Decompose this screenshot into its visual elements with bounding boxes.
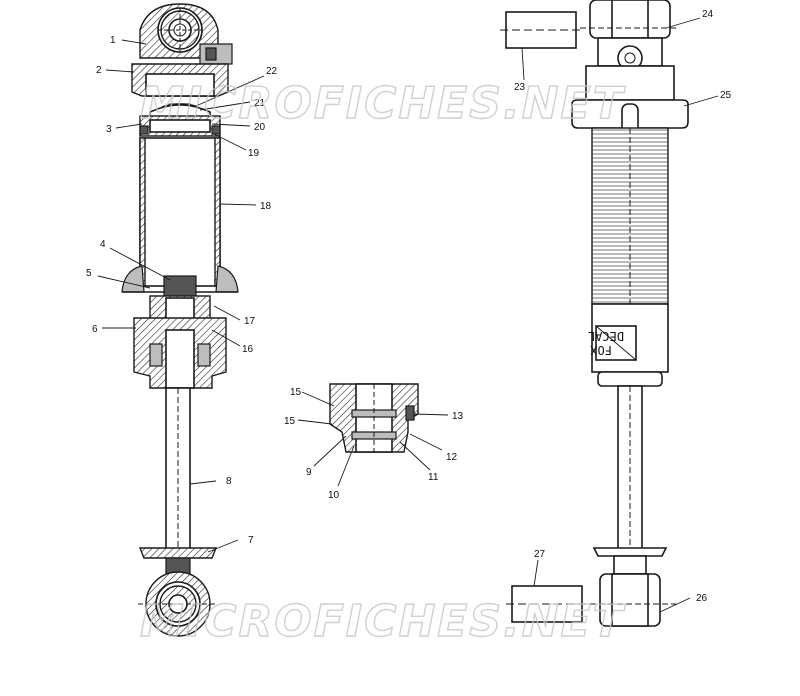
fox-decal-text: FOX: [590, 343, 612, 357]
shaft: [165, 387, 191, 551]
bottom-plate: [138, 547, 218, 577]
right-shock-exterior: FOX DECAL: [571, 0, 689, 627]
top-eyelet: [139, 3, 233, 65]
callout-19: 19: [248, 148, 260, 159]
callout-9: 9: [306, 467, 312, 478]
callout-1: 1: [110, 35, 116, 46]
callout-13: 13: [452, 411, 464, 422]
seal-detail: [329, 383, 419, 453]
callout-16: 16: [242, 344, 254, 355]
callout-27: 27: [534, 549, 546, 560]
right-shaft: [617, 385, 643, 551]
seal-callouts: 15 15 13 12 11 10 9: [284, 387, 464, 501]
callout-15: 15: [284, 416, 296, 427]
right-bottom-eyelet: [590, 547, 676, 627]
callout-17: 17: [244, 316, 256, 327]
callout-20: 20: [254, 122, 266, 133]
callout-22: 22: [266, 66, 278, 77]
reservoir-cap: [131, 63, 229, 137]
spring-coil: [591, 127, 669, 305]
body-tube: [139, 137, 221, 287]
callout-10: 10: [328, 490, 340, 501]
callout-14: 15: [290, 387, 302, 398]
callout-21: 21: [254, 98, 266, 109]
watermark-bottom: MICROFICHES.NET: [140, 596, 626, 647]
watermark-top: MICROFICHES.NET: [140, 78, 626, 129]
callout-23: 23: [514, 82, 526, 93]
lower-housing: [133, 317, 227, 389]
callout-4: 4: [100, 239, 106, 250]
top-clevis: [580, 0, 678, 71]
upper-collar: [571, 65, 689, 149]
callout-3: 3: [106, 124, 112, 135]
bushing-27: [506, 585, 590, 623]
callout-6: 6: [92, 324, 98, 335]
callout-7: 7: [248, 535, 254, 546]
callout-18: 18: [260, 201, 272, 212]
right-callouts: 23 24 25 26 27: [514, 9, 732, 613]
callout-26: 26: [696, 593, 708, 604]
left-callouts: 1 2 3 4 5 6 7 8 16 17 18 19 20 21 22: [86, 35, 278, 553]
bushing-23: [500, 11, 584, 49]
callout-12: 12: [446, 452, 458, 463]
decal-text: DECAL: [588, 329, 624, 343]
callout-25: 25: [720, 90, 732, 101]
bottom-eyelet: [138, 571, 218, 637]
callout-24: 24: [702, 9, 714, 20]
callout-2: 2: [96, 65, 102, 76]
callout-8: 8: [226, 476, 232, 487]
callout-11: 11: [428, 472, 439, 483]
left-shock-cross-section: [121, 3, 239, 637]
callout-5: 5: [86, 268, 92, 279]
lower-body: FOX DECAL: [588, 303, 669, 387]
